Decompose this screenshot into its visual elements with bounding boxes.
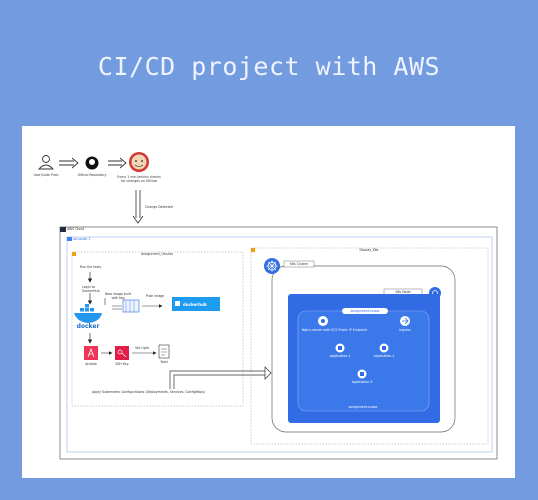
container-image-icon [122, 299, 140, 313]
k8s-cluster-tag [283, 260, 315, 268]
namespace-bottom-label: assignment-scope [348, 405, 378, 409]
apply-label: Apply Kubernetes Configurations (Deploym… [92, 390, 206, 394]
services-label: Nginx server with ECS Public IP Endpoint [302, 328, 367, 332]
k8s-node-label: K8s Node [395, 289, 411, 294]
vpc-box [66, 236, 493, 453]
k8s-cluster-box [271, 265, 456, 433]
display-box-label: Display_K8s [359, 248, 379, 252]
pod-2-label: application-2 [373, 354, 395, 358]
pod-1-label: application-1 [329, 354, 351, 358]
aws-cloud-box [59, 226, 498, 460]
connector-line [169, 370, 265, 389]
change-label: Change Detected [145, 205, 173, 209]
docker-label: docker [76, 323, 100, 330]
k8s-cluster-label: K8s Cluster [289, 261, 309, 266]
user-label: User/Code Push [33, 173, 59, 177]
ansible-icon [84, 346, 98, 360]
arrow-right-icon [264, 366, 272, 380]
pod-3-label: application-3 [351, 380, 373, 384]
jenkins-label-2: for changes on GitHub [121, 179, 157, 183]
run-tests-label: Run the tests [80, 265, 102, 269]
namespace-tag [342, 308, 388, 314]
double-arrow-right-icon [108, 157, 127, 169]
user-icon [38, 155, 54, 170]
assignment-box [71, 251, 244, 407]
github-icon [85, 156, 99, 170]
namespace-label: assignment-scope [350, 308, 380, 313]
repo-label: Github Repository [77, 173, 107, 177]
pod-icon [379, 343, 389, 353]
diagram-card: User/Code Push Github Repository Every 1… [22, 126, 515, 478]
yaml-label: Yaml [160, 360, 168, 364]
ssh-key-label: SSH Key [115, 362, 129, 366]
service-icon [318, 316, 328, 326]
pod-icon [357, 369, 367, 379]
login-label-2: DockerHub [82, 289, 100, 293]
yaml-file-icon [158, 344, 170, 359]
ssh-key-icon [115, 346, 129, 360]
push-label: Push image [145, 294, 165, 298]
aws-cloud-icon [60, 227, 66, 232]
ingress-label: Ingress [399, 328, 411, 332]
build-label: New image built [105, 292, 131, 296]
ansible-label: Ansible [85, 362, 97, 366]
pod-icon [335, 343, 345, 353]
deploy-label: Set right [135, 346, 149, 350]
ec2-icon [72, 252, 76, 256]
vpc-icon [67, 237, 72, 241]
double-arrow-right-icon [112, 305, 122, 310]
jenkins-label: Every 1 min Jenkins checks [117, 175, 161, 179]
assignment-box-label: Assignment_Ubuntu [140, 252, 174, 256]
build-label-2: with tag [111, 296, 125, 300]
dockerhub-icon [172, 297, 220, 311]
display-box [250, 247, 489, 445]
architecture-diagram [38, 152, 498, 460]
kubernetes-icon [264, 258, 280, 274]
ec2-icon [251, 248, 255, 252]
aws-cloud-label: AWS Cloud [67, 227, 85, 231]
connector-line [173, 374, 265, 389]
dockerhub-label: dockerhub [183, 301, 207, 307]
jenkins-icon [129, 152, 149, 172]
double-arrow-right-icon [59, 157, 79, 169]
page-title: CI/CD project with AWS [97, 52, 441, 81]
docker-icon [74, 304, 102, 323]
namespace-box [297, 310, 430, 412]
arrow-down-icon [132, 190, 144, 224]
login-label: Login to [82, 285, 95, 289]
ingress-icon [400, 316, 410, 326]
vpc-label: ap-south-1 [73, 236, 91, 241]
